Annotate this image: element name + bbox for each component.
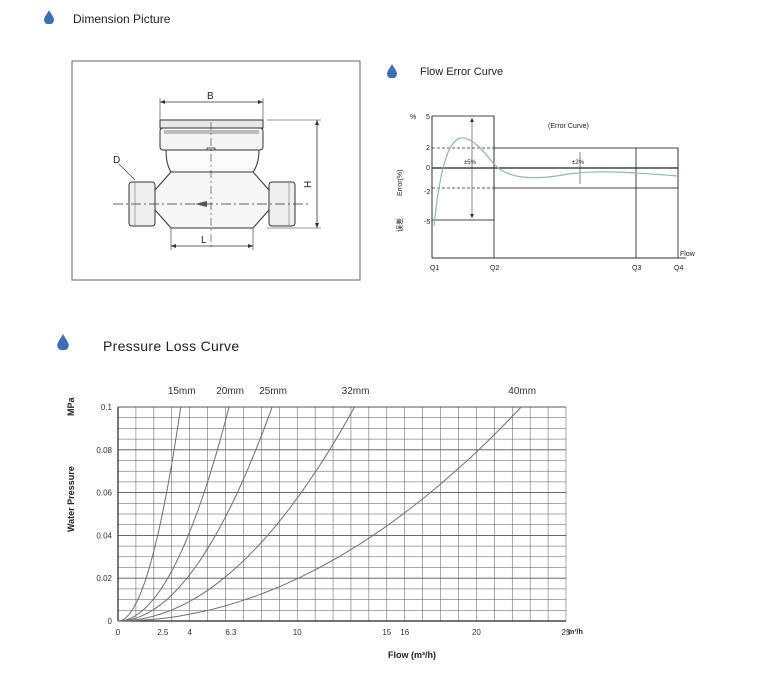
y-tick-m2: -2: [424, 189, 430, 196]
y-tick-label: 0.08: [96, 446, 112, 455]
y-axis-label-cn: 误差: [395, 218, 404, 232]
y-tick-label: 0.06: [96, 489, 112, 498]
y-unit-label: MPa: [66, 397, 76, 417]
x-tick-label: 2.5: [157, 628, 169, 637]
x-tick-label: 16: [400, 628, 409, 637]
y-axis-label: Water Pressure: [66, 466, 76, 532]
b-label: B: [207, 91, 214, 102]
y-tick-label: 0: [108, 617, 113, 626]
pressure-labels: 0.1 0.08 0.06 0.04 0.02 00 2.5 4 6.3 10 15 16 20 25 15…: [96, 386, 571, 637]
dimension-title: Dimension Picture: [73, 12, 171, 26]
x-tick-q3: Q3: [632, 265, 641, 272]
x-axis-label: Flow (m³/h): [388, 650, 436, 660]
x-tick-label: 25: [562, 628, 571, 637]
d-label: D: [113, 155, 120, 166]
x-unit-label: m³/h: [568, 629, 583, 636]
y-tick-0: 0: [426, 165, 430, 172]
pressure-curve-15mm: [117, 406, 182, 622]
x-tick-label: 15: [382, 628, 391, 637]
curve-label: 25mm: [259, 386, 287, 397]
flow-error-chart: % 5 2 0 -2 -5 Error(%) 误差 ±5% ±2% (Error…: [395, 114, 696, 272]
x-tick-label: 10: [293, 628, 302, 637]
curve-label: 20mm: [216, 386, 244, 397]
h-label: H: [303, 181, 314, 188]
y-unit-label: %: [410, 114, 416, 121]
pressure-curve-32mm: [117, 406, 355, 622]
error-curve-annotation: (Error Curve): [548, 123, 589, 130]
band-low-label: ±5%: [464, 160, 477, 166]
x-tick-label: 0: [116, 628, 121, 637]
dimension-drawing: B D H L: [71, 60, 361, 281]
drawing-frame: [71, 60, 361, 281]
pressure-curve-25mm: [117, 406, 273, 622]
l-label: L: [201, 235, 207, 246]
meter-lid: [159, 119, 264, 129]
pressure-grid: [117, 406, 567, 622]
y-tick-label: 0.04: [96, 531, 112, 540]
water-drop-icon: [57, 334, 69, 350]
x-tick-label: 4: [187, 628, 192, 637]
band-high-label: ±2%: [572, 160, 585, 166]
pressure-title: Pressure Loss Curve: [103, 338, 240, 354]
curve-label: 32mm: [342, 386, 370, 397]
y-tick-m5: -5: [424, 219, 430, 226]
x-tick-q2: Q2: [490, 265, 499, 272]
curve-label: 15mm: [168, 386, 196, 397]
pressure-curves: [117, 406, 522, 622]
error-curve: [433, 137, 679, 227]
curve-label: 40mm: [508, 386, 536, 397]
y-tick-label: 0.02: [96, 574, 112, 583]
x-axis-label: Flow: [680, 251, 696, 258]
x-tick-q4: Q4: [674, 265, 683, 272]
y-tick-2: 2: [426, 145, 430, 152]
pressure-curve-20mm: [117, 406, 230, 622]
water-drop-icon: [387, 64, 397, 78]
y-tick-5: 5: [426, 114, 430, 121]
flow-error-title: Flow Error Curve: [420, 66, 504, 78]
y-axis-label: Error(%): [397, 170, 404, 196]
water-drop-icon: [44, 10, 54, 24]
y-tick-label: 0.1: [101, 403, 113, 412]
x-tick-label: 6.3: [225, 628, 237, 637]
meter-body: [154, 171, 270, 229]
pressure-curve-40mm: [117, 406, 522, 622]
x-tick-q1: Q1: [430, 265, 439, 272]
x-tick-label: 20: [472, 628, 481, 637]
pressure-loss-chart: 0.1 0.08 0.06 0.04 0.02 00 2.5 4 6.3 10 15 16 20 25 15…: [66, 386, 583, 660]
